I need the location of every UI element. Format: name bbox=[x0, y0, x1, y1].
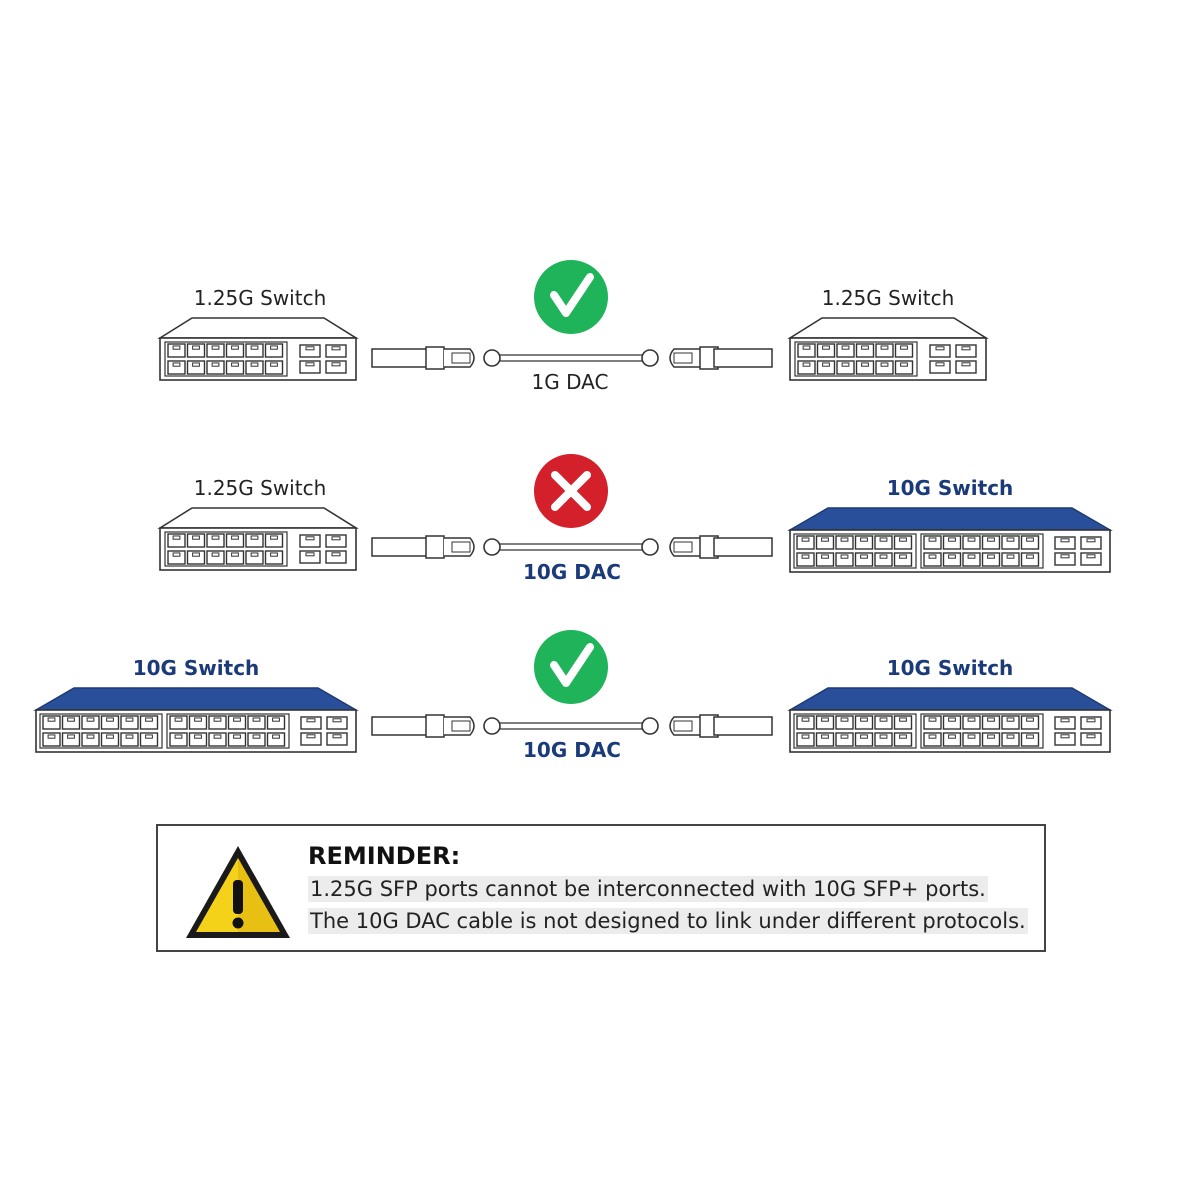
row-1 bbox=[157, 260, 989, 381]
row1-check-icon bbox=[534, 260, 608, 334]
row2-right-switch-label: 10G Switch bbox=[886, 476, 1014, 500]
row2-cable-label: 10G DAC bbox=[523, 560, 621, 584]
row3-right-switch bbox=[787, 687, 1113, 753]
row2-dac-cable bbox=[371, 535, 773, 559]
reminder-line-2: The 10G DAC cable is not designed to lin… bbox=[308, 908, 1028, 934]
row2-left-switch bbox=[157, 507, 359, 571]
warning-icon bbox=[186, 846, 290, 938]
reminder-line-1: 1.25G SFP ports cannot be interconnected… bbox=[308, 876, 988, 902]
row1-left-switch-label: 1.25G Switch bbox=[193, 286, 327, 310]
row1-right-switch-label: 1.25G Switch bbox=[821, 286, 955, 310]
row2-right-switch bbox=[787, 507, 1113, 573]
row3-cable-label: 10G DAC bbox=[523, 738, 621, 762]
row2-left-switch-label: 1.25G Switch bbox=[193, 476, 327, 500]
reminder-title: REMINDER: bbox=[308, 842, 461, 870]
row3-dac-cable bbox=[371, 714, 773, 738]
row1-left-switch bbox=[157, 317, 359, 381]
reminder-box: REMINDER: 1.25G SFP ports cannot be inte… bbox=[156, 824, 1046, 952]
row3-check-icon bbox=[534, 630, 608, 704]
row1-cable-label: 1G DAC bbox=[531, 370, 609, 394]
row-3 bbox=[33, 630, 1113, 753]
row3-left-switch bbox=[33, 687, 359, 753]
row-2 bbox=[157, 454, 1113, 573]
row1-dac-cable bbox=[371, 346, 773, 370]
row2-cross-icon bbox=[534, 454, 608, 528]
row3-right-switch-label: 10G Switch bbox=[886, 656, 1014, 680]
row1-right-switch bbox=[787, 317, 989, 381]
row3-left-switch-label: 10G Switch bbox=[132, 656, 260, 680]
